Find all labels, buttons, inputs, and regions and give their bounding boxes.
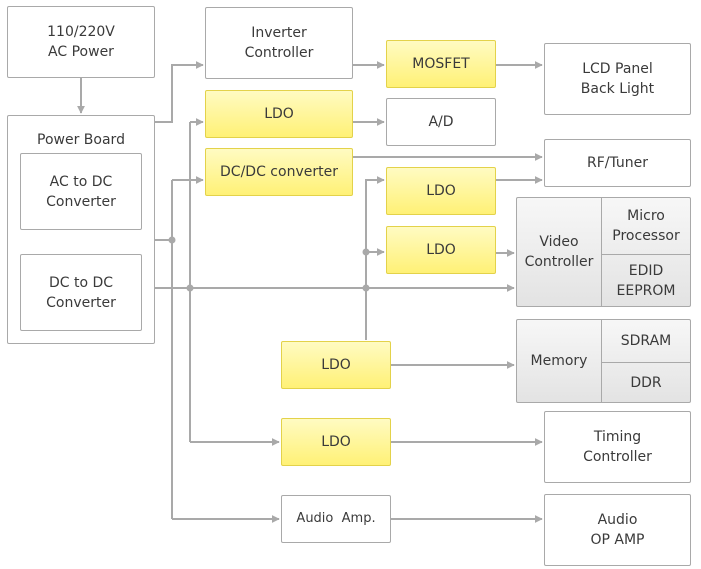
- ad-block: A/D: [386, 98, 496, 146]
- junction-dot: [362, 284, 370, 292]
- memory-divider: [601, 362, 690, 363]
- rf-tuner-block: RF/Tuner: [544, 139, 691, 187]
- edid-eeprom-block: EDID EEPROM: [601, 255, 690, 306]
- ddr-block: DDR: [601, 363, 690, 402]
- junction-dot: [186, 284, 194, 292]
- dcdc-converter-block: DC/DC converter: [205, 148, 353, 196]
- sdram-block: SDRAM: [601, 320, 690, 362]
- ldo-block-rf: LDO: [386, 167, 496, 215]
- wire-ldomem-riser: [365, 176, 385, 340]
- audio-amp-block: Audio Amp.: [281, 495, 391, 543]
- ldo-block-video: LDO: [386, 226, 496, 274]
- lcd-panel-backlight-block: LCD Panel Back Light: [544, 43, 691, 115]
- audio-op-amp-block: Audio OP AMP: [544, 494, 691, 566]
- junction-dot: [362, 248, 370, 256]
- power-board-label: Power Board: [37, 132, 125, 148]
- micro-processor-block: Micro Processor: [601, 198, 690, 254]
- video-controller-label: Video Controller: [524, 234, 594, 270]
- dc-to-dc-converter: DC to DC Converter: [20, 254, 142, 331]
- memory-group: Memory SDRAM DDR: [516, 319, 691, 403]
- video-controller-group: Video Controller Micro Processor EDID EE…: [516, 197, 691, 307]
- memory-label: Memory: [530, 353, 588, 369]
- ac-to-dc-converter: AC to DC Converter: [20, 153, 142, 230]
- ldo-block-timing: LDO: [281, 418, 391, 466]
- wire-powerboard-to-inverter: [155, 61, 204, 123]
- inverter-controller-block: Inverter Controller: [205, 7, 353, 79]
- ac-power-block: 110/220V AC Power: [7, 6, 155, 78]
- timing-controller-block: Timing Controller: [544, 411, 691, 483]
- junction-dot: [168, 236, 176, 244]
- ldo-block-memory: LDO: [281, 341, 391, 389]
- ldo-block-ad: LDO: [205, 90, 353, 138]
- mosfet-block: MOSFET: [386, 40, 496, 88]
- video-divider: [601, 254, 690, 255]
